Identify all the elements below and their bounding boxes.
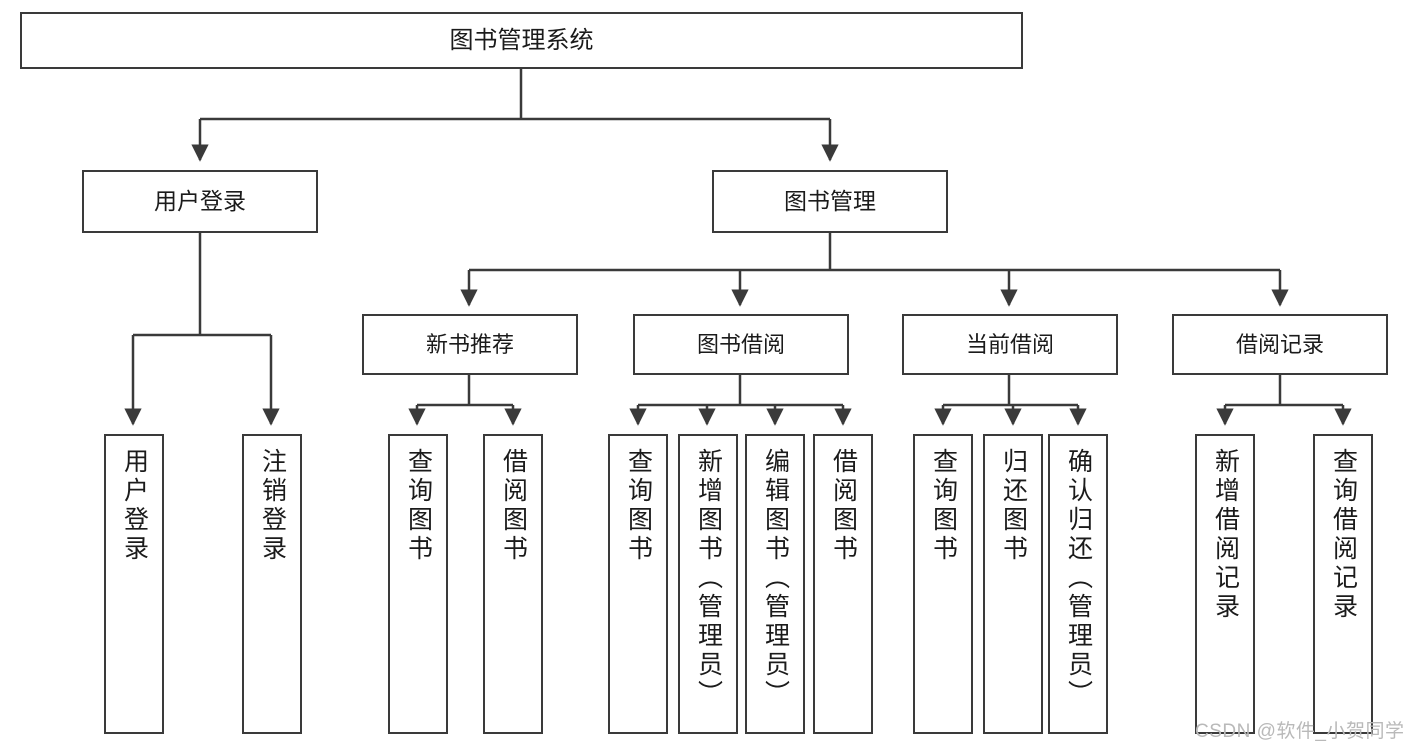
node-leaf-label: 新增图书（管理员） [694,448,723,709]
node-leaf-label: 编辑图书（管理员） [761,448,790,709]
node-leaf-label: 查询图书 [404,448,433,564]
node-leaf-label: 借阅图书 [829,448,858,564]
node-book-borrow-label: 图书借阅 [696,331,785,357]
node-leaf-rec-borrow[interactable]: 借阅图书 [483,434,543,734]
node-leaf-cb-return[interactable]: 归还图书 [983,434,1043,734]
node-leaf-bb-borrow[interactable]: 借阅图书 [813,434,873,734]
node-borrow-record[interactable]: 借阅记录 [1172,314,1388,375]
node-leaf-cb-query[interactable]: 查询图书 [913,434,973,734]
node-book-manage-label: 图书管理 [784,188,876,215]
node-book-manage[interactable]: 图书管理 [712,170,948,233]
node-leaf-br-add[interactable]: 新增借阅记录 [1195,434,1255,734]
node-leaf-label: 查询借阅记录 [1329,448,1358,622]
node-new-book-rec[interactable]: 新书推荐 [362,314,578,375]
node-root-label: 图书管理系统 [449,26,594,54]
node-leaf-cb-confirm[interactable]: 确认归还（管理员） [1048,434,1108,734]
node-leaf-label: 确认归还（管理员） [1064,448,1093,709]
node-leaf-label: 用户登录 [120,448,149,564]
node-leaf-bb-query[interactable]: 查询图书 [608,434,668,734]
node-leaf-bb-edit[interactable]: 编辑图书（管理员） [745,434,805,734]
node-leaf-user-login[interactable]: 用户登录 [104,434,164,734]
node-new-book-rec-label: 新书推荐 [425,331,514,357]
node-user-login-label: 用户登录 [154,188,246,215]
node-leaf-label: 归还图书 [999,448,1028,564]
node-leaf-rec-query[interactable]: 查询图书 [388,434,448,734]
node-leaf-label: 注销登录 [258,448,287,564]
node-root[interactable]: 图书管理系统 [20,12,1023,69]
node-current-borrow-label: 当前借阅 [965,331,1054,357]
node-leaf-label: 查询图书 [929,448,958,564]
node-borrow-record-label: 借阅记录 [1235,331,1324,357]
watermark: CSDN @软件_小贺同学 [1195,721,1405,742]
node-leaf-user-logout[interactable]: 注销登录 [242,434,302,734]
node-leaf-bb-add[interactable]: 新增图书（管理员） [678,434,738,734]
node-book-borrow[interactable]: 图书借阅 [633,314,849,375]
node-current-borrow[interactable]: 当前借阅 [902,314,1118,375]
node-leaf-label: 查询图书 [624,448,653,564]
node-leaf-br-query[interactable]: 查询借阅记录 [1313,434,1373,734]
node-leaf-label: 新增借阅记录 [1211,448,1240,622]
node-leaf-label: 借阅图书 [499,448,528,564]
node-user-login[interactable]: 用户登录 [82,170,318,233]
